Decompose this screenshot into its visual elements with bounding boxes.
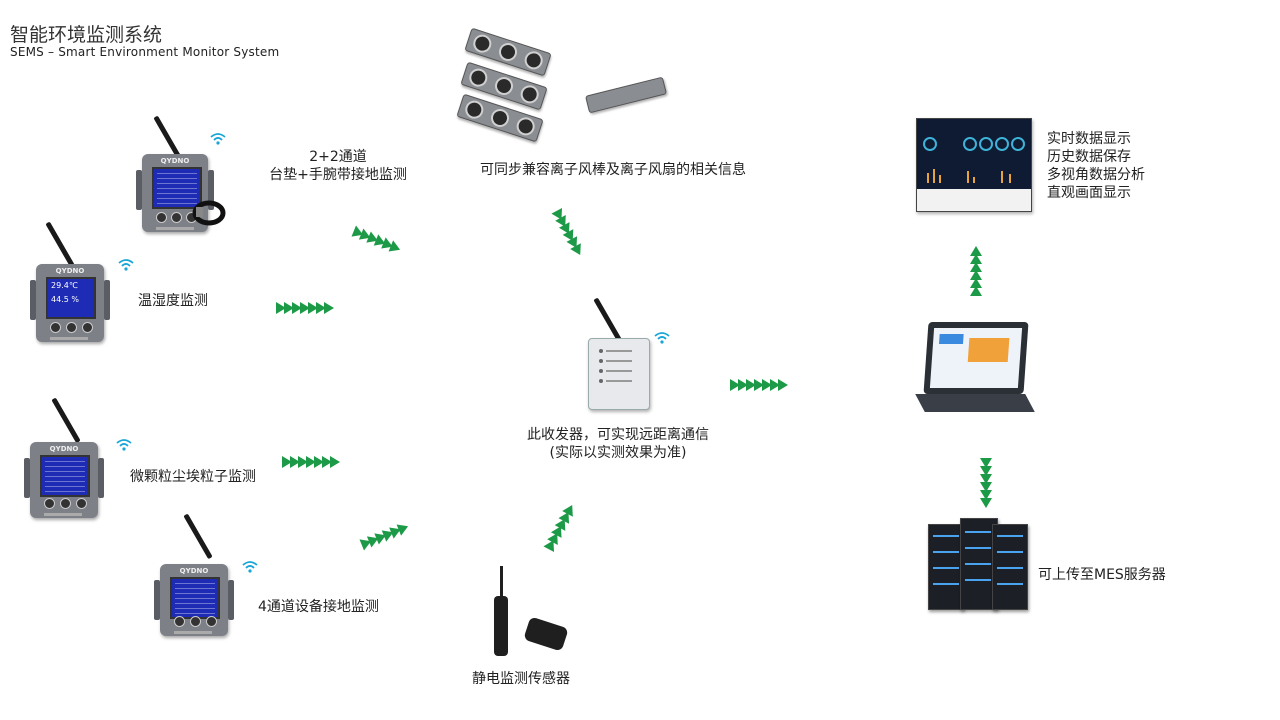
particle-label: 微颗粒尘埃粒子监测 <box>130 469 256 485</box>
temp-humidity-monitor-device: QYDNO 29.4℃ 44.5 % <box>30 264 110 342</box>
feature-list: 实时数据显示 历史数据保存 多视角数据分析 直观画面显示 <box>1047 130 1145 202</box>
antenna-icon <box>593 297 623 344</box>
wifi-icon <box>242 561 258 573</box>
temp-humidity-label: 温湿度监测 <box>138 293 208 309</box>
temperature-reading: 29.4℃ <box>51 281 78 290</box>
mes-server-label: 可上传至MES服务器 <box>1038 567 1166 583</box>
arrow-transceiver-to-laptop <box>730 379 788 391</box>
humidity-reading: 44.5 % <box>51 295 79 304</box>
feature-item: 多视角数据分析 <box>1047 167 1145 183</box>
feature-item: 直观画面显示 <box>1047 185 1131 201</box>
laptop-keyboard <box>915 394 1035 412</box>
feature-item: 历史数据保存 <box>1047 149 1131 165</box>
grounding-monitor-device: QYDNO <box>136 154 214 232</box>
four-channel-monitor-device: QYDNO <box>154 564 234 636</box>
device-brand: QYDNO <box>49 445 79 453</box>
diagram-title: 智能环境监测系统 <box>10 24 163 46</box>
arrow-dual-channel-to-transceiver <box>351 225 403 256</box>
wireless-transceiver <box>588 338 650 410</box>
device-brand: QYDNO <box>160 157 190 165</box>
sensor-antenna-icon <box>500 566 503 596</box>
antenna-icon <box>45 221 75 268</box>
particle-monitor-device: QYDNO <box>24 442 104 518</box>
laptop-screen <box>923 322 1029 394</box>
mes-server-rack <box>928 524 964 610</box>
mes-server-rack <box>992 524 1028 610</box>
arrow-laptop-to-server <box>980 458 992 508</box>
wifi-icon <box>116 439 132 451</box>
transceiver-label: 此收发器，可实现远距离通信 (实际以实测效果为准) <box>527 427 709 461</box>
diagram-subtitle: SEMS – Smart Environment Monitor System <box>10 45 280 59</box>
wifi-icon <box>118 259 134 271</box>
antenna-icon <box>51 397 81 444</box>
arrow-ion-fan-to-transceiver <box>551 207 586 258</box>
device-brand: QYDNO <box>179 567 209 575</box>
dashboard-preview <box>916 118 1032 212</box>
dual-channel-label: 2+2通道 台垫+手腕带接地监测 <box>269 149 407 183</box>
ion-fan-label: 可同步兼容离子风棒及离子风扇的相关信息 <box>480 162 746 178</box>
arrow-particle-to-transceiver <box>282 456 340 468</box>
static-sensor-probe <box>494 596 508 656</box>
antenna-icon <box>183 513 213 560</box>
wifi-icon <box>654 332 670 344</box>
arrow-static-sensor-to-transceiver <box>543 502 578 553</box>
arrow-laptop-to-dashboard <box>970 246 982 296</box>
four-channel-label: 4通道设备接地监测 <box>258 599 379 615</box>
arrow-four-channel-to-transceiver <box>359 520 411 551</box>
static-sensor-head <box>523 616 569 652</box>
wifi-icon <box>210 133 226 145</box>
static-sensor-label: 静电监测传感器 <box>472 671 570 687</box>
ion-bar-unit <box>585 76 667 114</box>
arrow-temp-humidity-to-transceiver <box>276 302 334 314</box>
device-brand: QYDNO <box>55 267 85 275</box>
feature-item: 实时数据显示 <box>1047 131 1131 147</box>
wrist-strap-icon <box>192 200 226 226</box>
